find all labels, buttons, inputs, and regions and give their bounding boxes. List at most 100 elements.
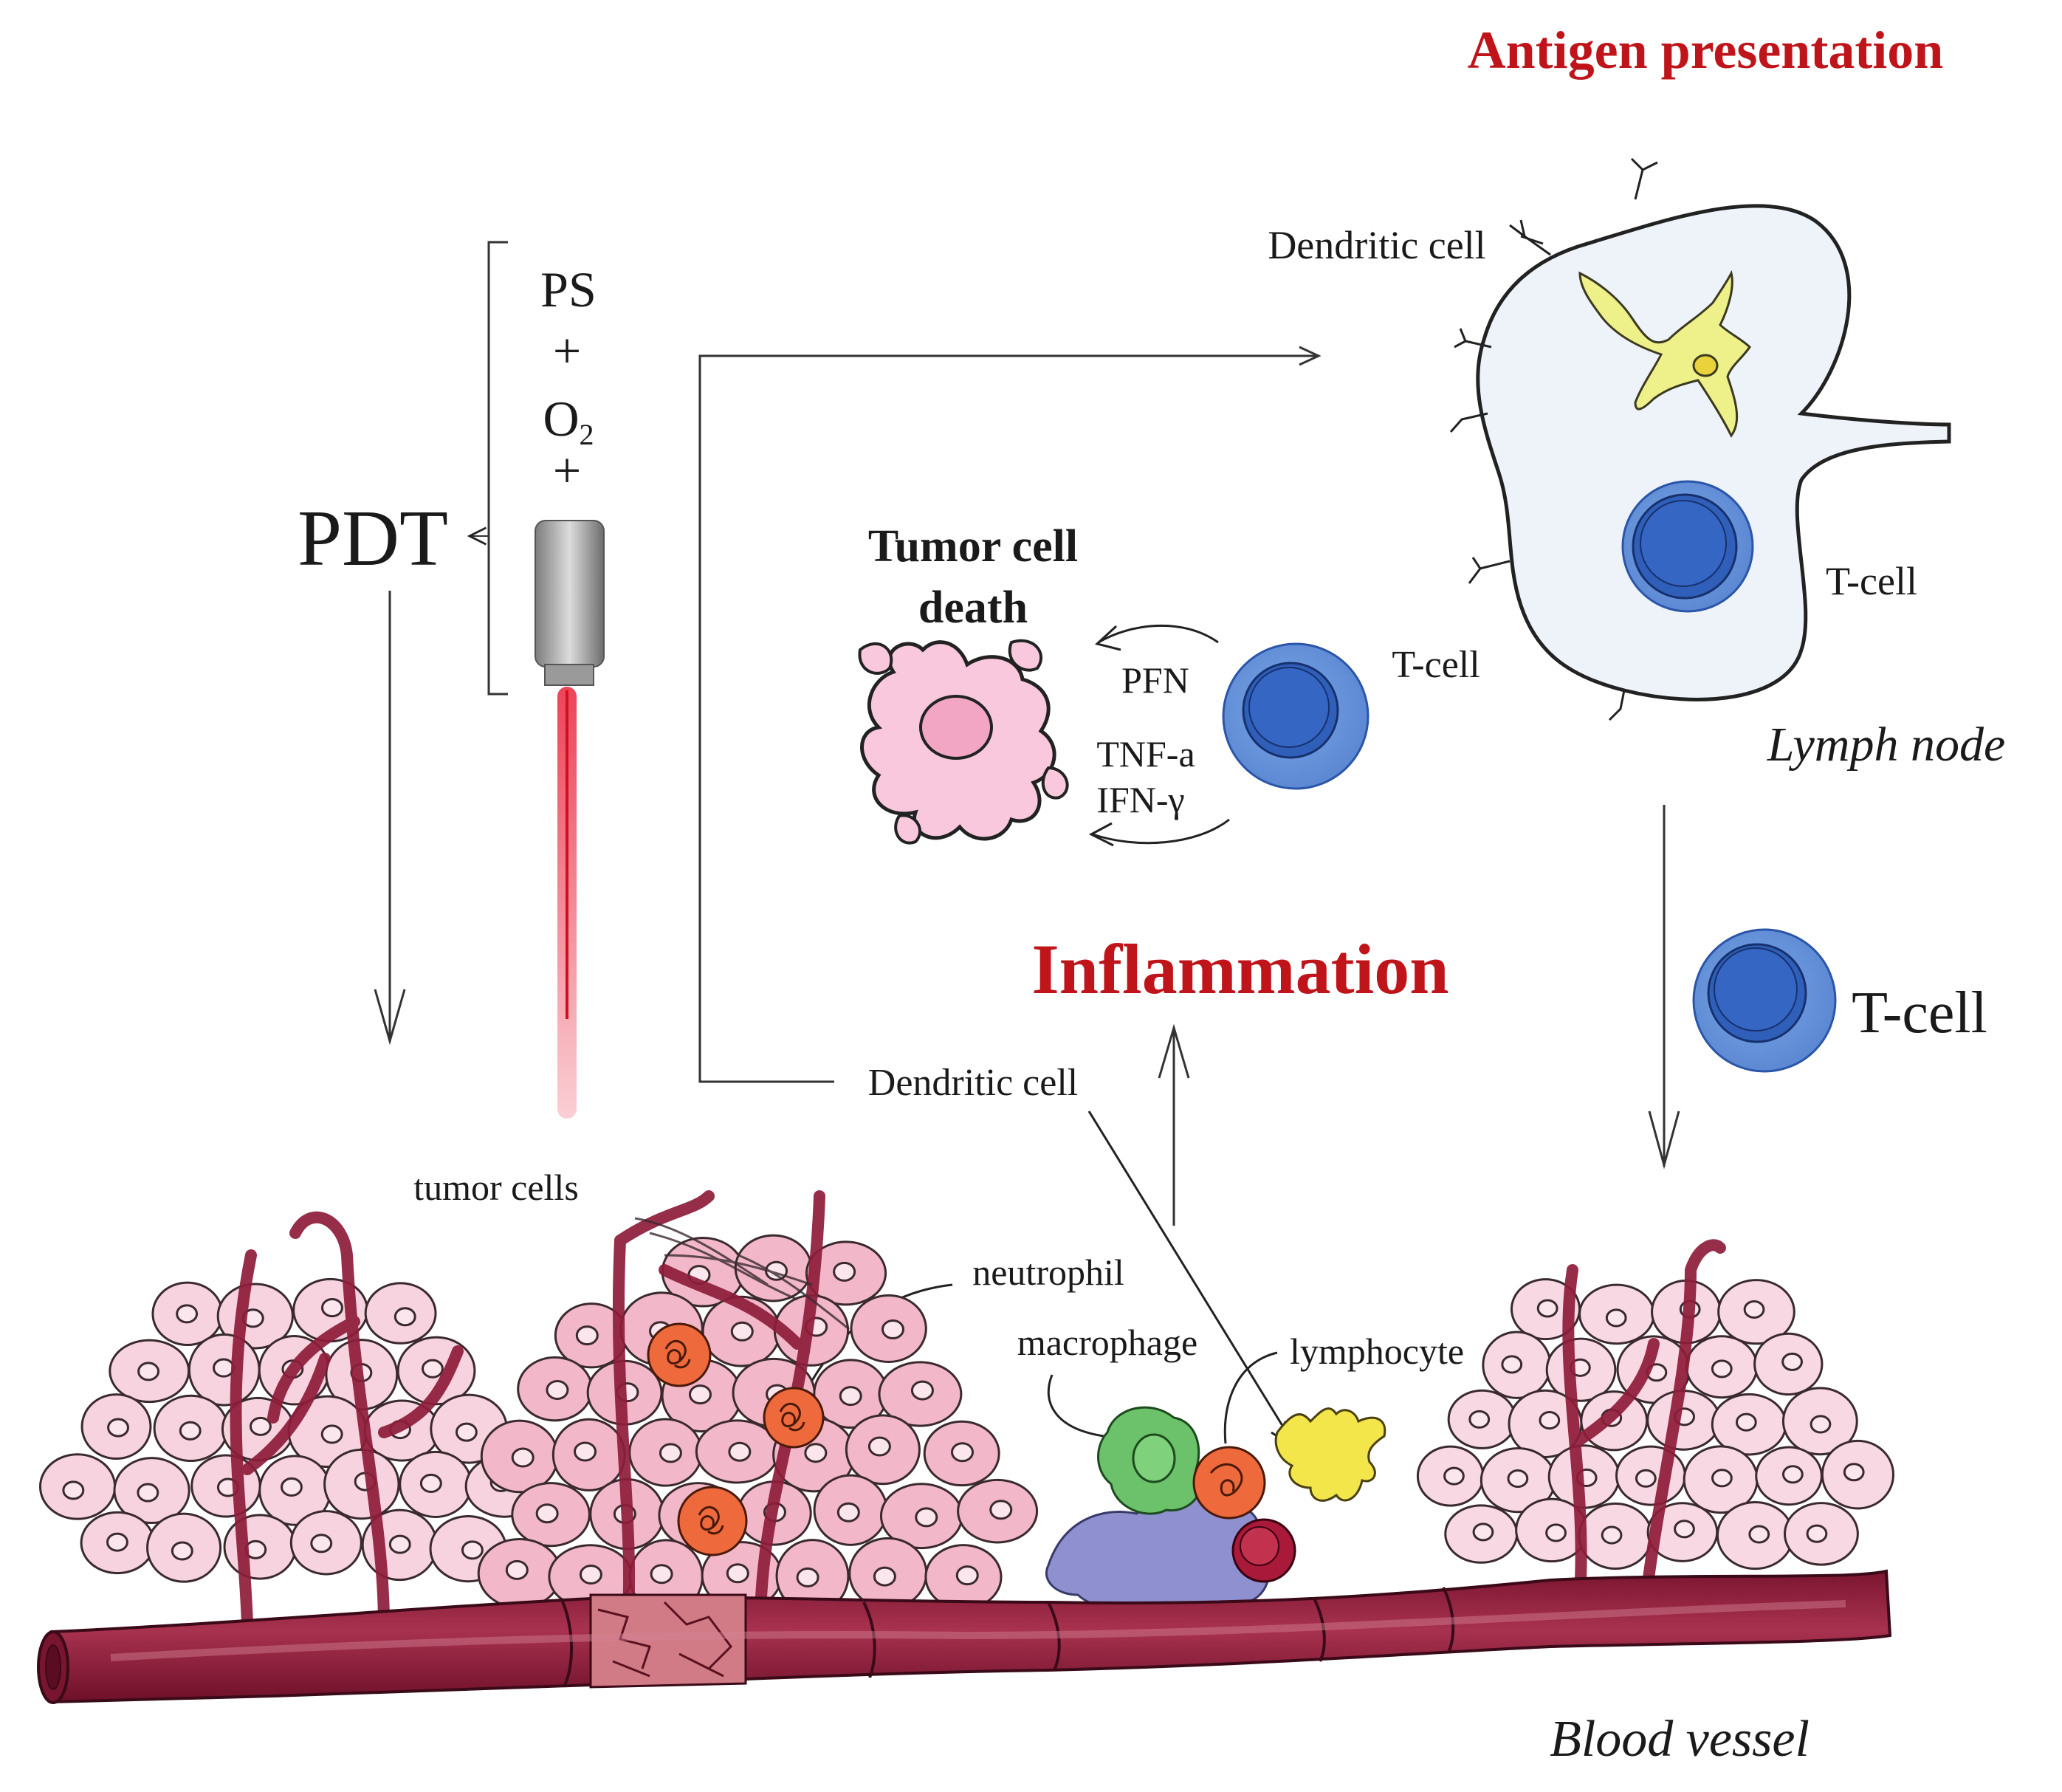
tumor-cell-nucleus — [62, 1480, 85, 1500]
dendritic-cell-leader — [1087, 1110, 1297, 1448]
tumor-cell-nucleus — [1810, 1415, 1832, 1434]
tumor-cell-nucleus — [833, 1261, 856, 1282]
tumor-cell-nucleus — [574, 1441, 597, 1462]
o2-subscript: 2 — [580, 418, 594, 451]
tumor-cell-nucleus — [650, 1564, 673, 1585]
tumor-cell-death-heading-line1: Tumor cell — [868, 521, 1078, 571]
tumor-cell-nucleus — [1468, 1410, 1491, 1429]
tumor-cell-nucleus — [804, 1443, 828, 1463]
tumor-cell-nucleus — [321, 1298, 343, 1318]
tumor-cell-nucleus — [388, 1534, 411, 1554]
tumor-cell-nucleus — [421, 1359, 444, 1379]
tumor-cell-nucleus — [1781, 1465, 1804, 1484]
neutrophil-nucleus — [698, 1506, 724, 1535]
tumor-cell-nucleus — [1472, 1522, 1494, 1542]
tumor-cell-nucleus — [179, 1421, 202, 1441]
plus-sign-2: + — [553, 442, 581, 498]
lymph-to-vessel-arrowhead — [1648, 1110, 1680, 1170]
o2-label: O2 — [543, 391, 594, 451]
tumor-cell-nucleus — [1539, 1411, 1561, 1430]
tumor-cell-nucleus — [213, 1358, 235, 1378]
tumor-cell-nucleus — [394, 1307, 416, 1327]
tumor-cell-nucleus — [881, 1319, 904, 1339]
pdt-label: PDT — [298, 495, 448, 583]
tumor-cell-nucleus — [106, 1532, 128, 1552]
tumor-cell-nucleus — [989, 1500, 1013, 1520]
cytokine-arrowhead — [1088, 822, 1114, 847]
dendritic-cell-bottom-label: Dendritic cell — [868, 1062, 1078, 1104]
tumor-cell-nucleus — [1711, 1469, 1733, 1488]
inflammation-up-arrowhead — [1158, 1023, 1190, 1079]
neutrophil-icons — [647, 1322, 825, 1556]
neutrophil-nucleus — [779, 1402, 805, 1432]
plus-sign-1: + — [553, 323, 581, 379]
tumor-cell-nucleus — [1735, 1412, 1757, 1432]
tumor-cell-nucleus — [730, 1321, 754, 1342]
tumor-cell-nucleus — [1781, 1352, 1803, 1371]
tumor-cell-nucleus — [796, 1567, 819, 1587]
tumor-cell-nucleus — [579, 1564, 602, 1585]
tumor-tissue-center — [477, 1234, 1039, 1614]
t-cell-lymph-node-icon — [1621, 480, 1754, 613]
tumor-cell-nucleus — [955, 1565, 979, 1586]
dendritic-migration-connector — [698, 346, 1322, 1083]
tumor-cell-nucleus — [1748, 1525, 1770, 1544]
tumor-cell-nucleus — [910, 1380, 934, 1401]
tumor-cell-nucleus — [546, 1380, 569, 1401]
dendritic-cell-in-node-icon — [1578, 270, 1751, 438]
tumor-cell-nucleus — [873, 1566, 896, 1587]
tumor-cell-nucleus — [455, 1422, 478, 1442]
tumor-cell-nucleus — [1711, 1359, 1733, 1379]
tumor-cell-nucleus — [1501, 1355, 1523, 1374]
tumor-cell-nucleus — [461, 1540, 484, 1560]
tumor-cell-nucleus — [505, 1559, 529, 1580]
pdt-down-arrowhead — [374, 989, 406, 1046]
neutrophil-nucleus — [664, 1339, 691, 1369]
dying-tumor-cell-icon — [858, 639, 1069, 845]
tumor-cell-nucleus — [511, 1447, 535, 1468]
lymph-node — [1449, 157, 1951, 721]
lymphocyte-icon — [1231, 1518, 1296, 1583]
neutrophil-label: neutrophil — [972, 1252, 1124, 1293]
tnf-label: TNF-a — [1096, 733, 1195, 775]
tumor-cell-nucleus — [1536, 1299, 1558, 1318]
t-cell-right-label: T-cell — [1852, 981, 1987, 1046]
tumor-cell-nucleus — [1545, 1523, 1567, 1542]
tumor-cell-nucleus — [839, 1386, 862, 1407]
tumor-cell-nucleus — [726, 1563, 749, 1584]
immune-cell-cluster — [1045, 1406, 1386, 1618]
pdt-block: PDT PS + O2 + — [298, 241, 605, 1119]
tumor-cell-nucleus — [950, 1442, 974, 1463]
t-cell-mid-icon — [1222, 642, 1369, 790]
dendritic-cell-tissue-icon — [1274, 1407, 1386, 1502]
tumor-cell-nucleus — [1605, 1308, 1627, 1328]
tumor-cell-nucleus — [1601, 1525, 1623, 1545]
tumor-cell-nucleus — [249, 1416, 272, 1436]
tumor-cell-nucleus — [176, 1304, 199, 1324]
laser-device-icon — [535, 520, 605, 686]
blood-vessel — [37, 1569, 1892, 1704]
capillaries — [230, 1190, 1726, 1630]
dendritic-cell-top-label: Dendritic cell — [1268, 223, 1485, 267]
tumor-cell-nucleus — [1843, 1463, 1865, 1482]
lymph-node-body — [1476, 204, 1951, 701]
tumor-cell-nucleus — [419, 1473, 442, 1493]
pfn-label: PFN — [1121, 659, 1189, 701]
tumor-cell-nucleus — [688, 1384, 712, 1405]
tumor-cell-nucleus — [575, 1325, 599, 1346]
cytokine-arrow — [1092, 818, 1230, 845]
antigen-presentation-heading: Antigen presentation — [1468, 21, 1944, 80]
ps-label: PS — [540, 261, 597, 317]
tumor-cell-nucleus — [535, 1503, 559, 1524]
tumor-cell-death-heading-line2: death — [918, 583, 1028, 633]
tumor-cell-nucleus — [836, 1502, 860, 1522]
t-cell-mid-label: T-cell — [1392, 644, 1480, 686]
tumor-cells-label: tumor cells — [413, 1167, 579, 1208]
lymph-node-label: Lymph node — [1767, 718, 2006, 772]
tumor-cell-nucleus — [1443, 1466, 1465, 1486]
neutrophil-cluster-icon — [1192, 1446, 1266, 1520]
tumor-cell-nucleus — [915, 1507, 938, 1528]
tumor-cell-nucleus — [1674, 1520, 1695, 1539]
tumor-cell-nucleus — [659, 1443, 682, 1463]
tumor-cell-nucleus — [1507, 1469, 1529, 1489]
